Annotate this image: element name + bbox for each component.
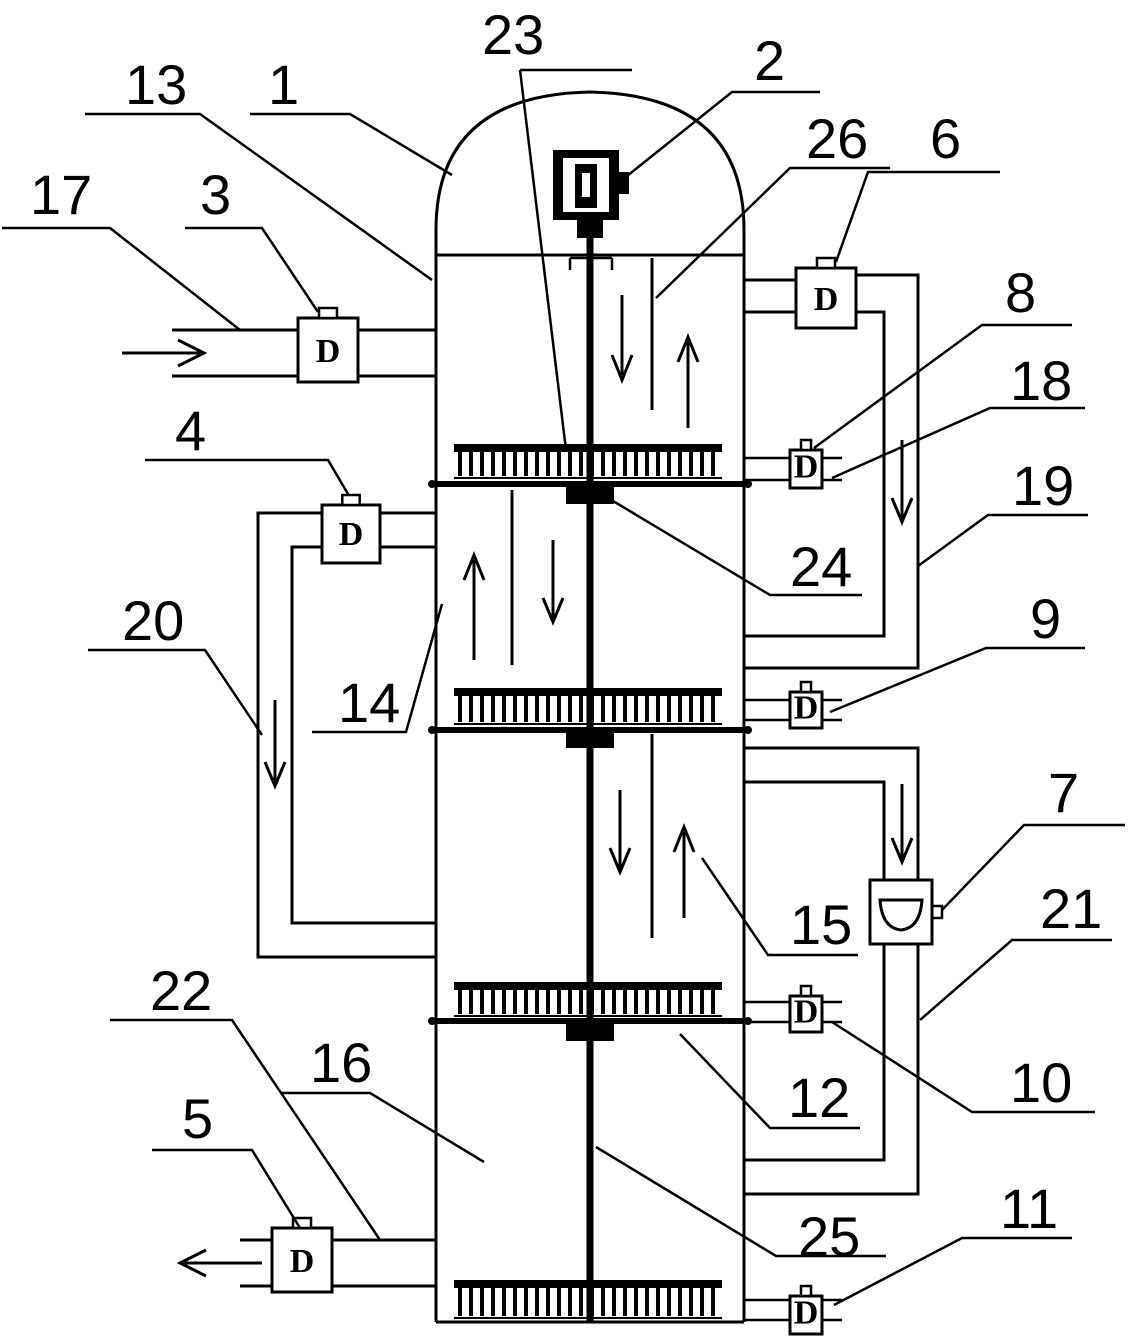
label-23: 23 <box>482 3 544 66</box>
label-14: 14 <box>338 671 400 734</box>
label-6: 6 <box>930 107 961 170</box>
arrow-down-icon <box>608 790 632 876</box>
callout-labels: 23 2 13 1 26 6 17 3 8 18 4 19 24 20 9 14… <box>30 3 1102 1268</box>
valve-8-icon[interactable]: D <box>788 438 824 490</box>
inlet-pipe <box>122 328 436 378</box>
valve-10-icon[interactable]: D <box>788 984 824 1034</box>
arrow-down-icon <box>890 784 914 866</box>
arrow-up-icon <box>462 550 486 660</box>
arrow-up-icon <box>676 332 700 428</box>
hub-block-2 <box>566 732 614 748</box>
label-7: 7 <box>1048 761 1079 824</box>
sample-taps <box>744 456 842 1322</box>
distributor-plate-2 <box>454 688 722 725</box>
arrow-down-icon <box>541 540 565 626</box>
label-8: 8 <box>1005 261 1036 324</box>
label-26: 26 <box>806 107 868 170</box>
valve-letter: D <box>794 993 819 1030</box>
label-21: 21 <box>1040 877 1102 940</box>
label-25: 25 <box>798 1205 860 1268</box>
valve-letter: D <box>339 516 364 553</box>
valve-5-icon[interactable]: D <box>270 1216 334 1294</box>
valve-3-icon[interactable]: D <box>296 306 360 384</box>
valves: D D D D D D D D <box>270 256 858 1336</box>
label-2: 2 <box>754 29 785 92</box>
label-17: 17 <box>30 163 92 226</box>
recycle-pipe-left <box>256 511 436 959</box>
arrow-down-icon <box>890 440 914 526</box>
valve-letter: D <box>316 333 341 370</box>
recycle-pipe-right-upper <box>744 273 920 670</box>
arrow-down-icon <box>610 295 634 385</box>
arrow-up-icon <box>672 822 696 918</box>
label-22: 22 <box>150 959 212 1022</box>
label-24: 24 <box>790 535 852 598</box>
label-11: 11 <box>1000 1177 1058 1240</box>
valve-6-icon[interactable]: D <box>794 256 858 330</box>
label-18: 18 <box>1010 349 1072 412</box>
label-16: 16 <box>310 1031 372 1094</box>
valve-11-icon[interactable]: D <box>788 1284 824 1336</box>
vessel-dome <box>434 90 746 255</box>
label-9: 9 <box>1030 587 1061 650</box>
distributor-plates <box>454 444 722 1319</box>
distributor-plate-4 <box>454 1280 722 1319</box>
label-4: 4 <box>175 399 206 462</box>
draft-tubes <box>510 258 654 938</box>
valve-letter: D <box>814 281 839 318</box>
hub-block-3 <box>566 1023 614 1041</box>
distributor-plate-3 <box>454 982 722 1017</box>
hub-block-1 <box>566 486 614 504</box>
internal-flow-arrows <box>462 295 700 918</box>
valve-letter: D <box>794 448 819 485</box>
label-10: 10 <box>1010 1051 1072 1114</box>
arrow-down-icon <box>263 700 287 790</box>
motor-icon <box>553 150 629 270</box>
arrow-left-icon <box>176 1248 262 1278</box>
recycle-pipe-right-lower <box>744 746 920 1196</box>
valve-letter: D <box>794 1294 819 1331</box>
label-13: 13 <box>125 53 187 116</box>
leader-lines <box>2 68 1125 1307</box>
valve-letter: D <box>290 1243 315 1280</box>
label-19: 19 <box>1012 454 1074 517</box>
label-1: 1 <box>268 53 299 116</box>
arrow-right-icon <box>122 338 208 368</box>
label-20: 20 <box>122 589 184 652</box>
label-3: 3 <box>200 163 231 226</box>
valve-9-icon[interactable]: D <box>788 680 824 730</box>
valve-letter: D <box>794 689 819 726</box>
label-12: 12 <box>788 1066 850 1129</box>
distributor-plate-1 <box>454 444 722 479</box>
pump-icon[interactable] <box>868 878 944 946</box>
label-5: 5 <box>182 1087 213 1150</box>
valve-4-icon[interactable]: D <box>320 493 382 565</box>
label-15: 15 <box>790 893 852 956</box>
agitator <box>553 150 629 1322</box>
